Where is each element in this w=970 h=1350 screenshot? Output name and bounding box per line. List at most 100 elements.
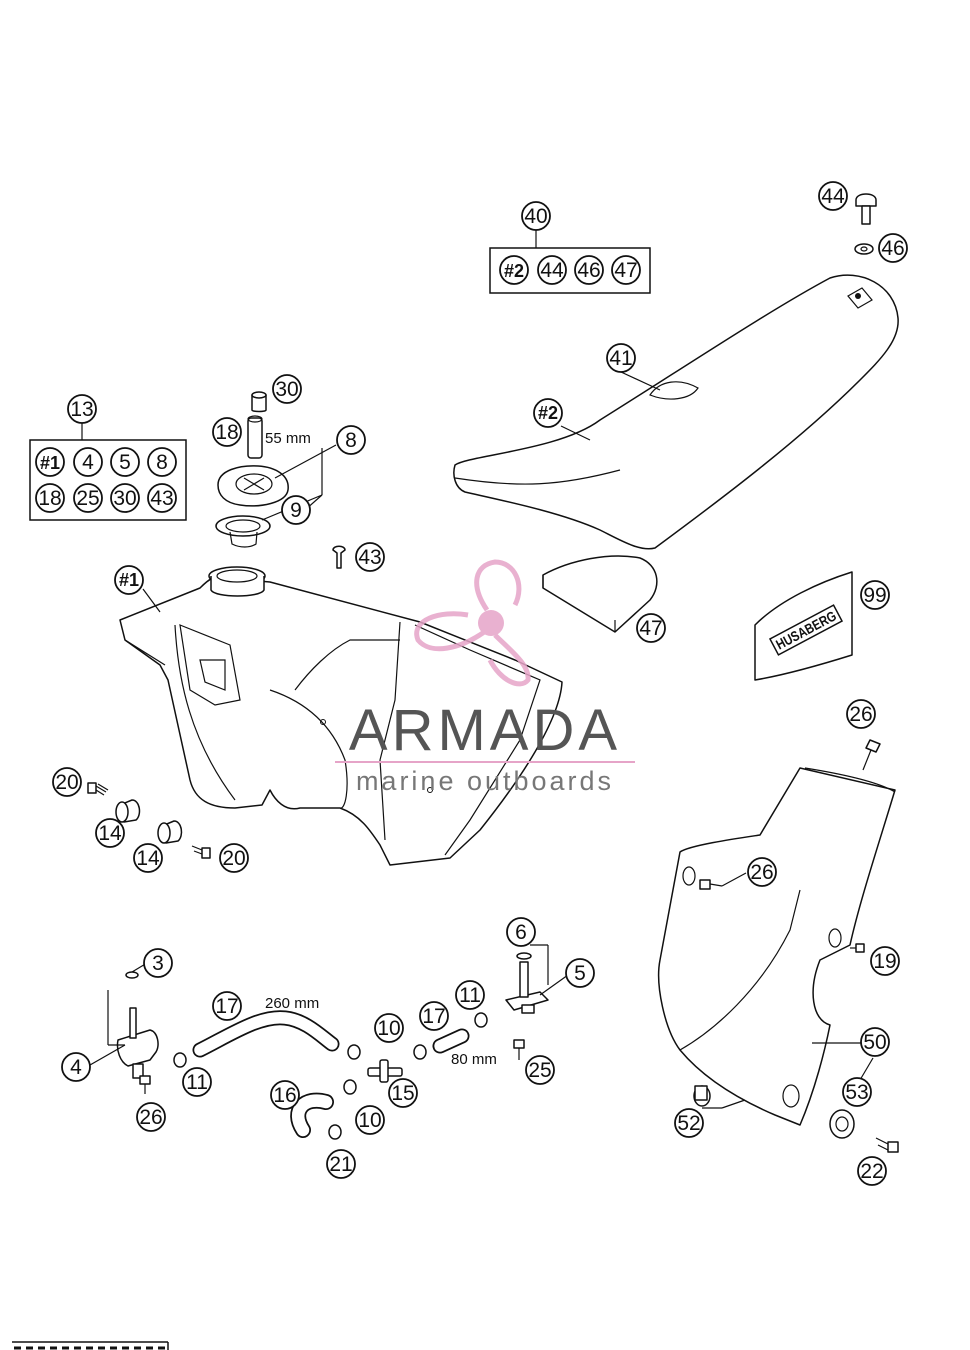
kit-40-number: 40 bbox=[524, 205, 547, 228]
kit-13-item: 25 bbox=[76, 487, 99, 510]
svg-text:18: 18 bbox=[215, 421, 238, 444]
t-connector-part bbox=[367, 1059, 403, 1083]
callout-8: 8 bbox=[336, 425, 366, 455]
svg-text:43: 43 bbox=[358, 546, 381, 569]
svg-text:26: 26 bbox=[849, 703, 872, 726]
dimension-hose-17-long: 260 mm bbox=[265, 995, 319, 1012]
callout-26: 26 bbox=[846, 699, 876, 729]
callout-26: 26 bbox=[136, 1102, 166, 1132]
callout-14: 14 bbox=[133, 843, 163, 873]
fuel-fitting-part bbox=[505, 961, 549, 1014]
svg-text:14: 14 bbox=[98, 822, 122, 845]
callout-44: 44 bbox=[818, 181, 848, 211]
grommet-53-part bbox=[829, 1109, 855, 1139]
fuel-tap-part bbox=[116, 971, 159, 1079]
callout-19: 19 bbox=[870, 946, 900, 976]
propeller-logo bbox=[414, 559, 531, 687]
callout-50: 50 bbox=[860, 1027, 890, 1057]
callout-17: 17 bbox=[212, 991, 242, 1021]
dimension-hose-18: 55 mm bbox=[265, 430, 311, 447]
washer-46-part bbox=[854, 243, 874, 255]
svg-text:46: 46 bbox=[881, 237, 904, 260]
bolt-22-part bbox=[875, 1137, 899, 1153]
grommet-52-part bbox=[693, 1085, 711, 1107]
callout-10: 10 bbox=[355, 1105, 385, 1135]
svg-text:17: 17 bbox=[422, 1005, 445, 1028]
kit-13-number: 13 bbox=[70, 398, 93, 421]
callout-10: 10 bbox=[374, 1013, 404, 1043]
fuel-hose-short-part bbox=[432, 1028, 470, 1054]
callout-26: 26 bbox=[747, 857, 777, 887]
screw-19-part bbox=[850, 943, 865, 953]
callout-30: 30 bbox=[272, 374, 302, 404]
svg-text:21: 21 bbox=[329, 1153, 352, 1176]
kit-13-group: 13 #1 4 5 8 18 25 30 43 bbox=[29, 394, 187, 521]
callout-16: 16 bbox=[270, 1080, 300, 1110]
rubber-bushing-part bbox=[115, 799, 141, 823]
callout-3: 3 bbox=[143, 948, 173, 978]
svg-text:52: 52 bbox=[677, 1112, 700, 1135]
kit-40-item: 44 bbox=[540, 259, 564, 282]
svg-text:16: 16 bbox=[273, 1084, 296, 1107]
screw-25-part bbox=[513, 1039, 525, 1060]
screw-26-cover-part bbox=[862, 739, 881, 771]
kit-13-item: 43 bbox=[150, 487, 173, 510]
callouts: 3 4 5 6 8 9 10 10 11 11 14 14 15 16 17 1… bbox=[52, 181, 908, 1186]
callout-tank: #1 bbox=[114, 565, 144, 595]
callout-14: 14 bbox=[95, 818, 125, 848]
kit-40-item: 47 bbox=[614, 259, 637, 282]
svg-text:15: 15 bbox=[391, 1082, 414, 1105]
screw-43-part bbox=[332, 545, 346, 569]
kit-40-group: 40 #2 44 46 47 bbox=[489, 201, 651, 294]
fuel-hose-long-part bbox=[192, 1010, 340, 1058]
breather-hose-part bbox=[247, 415, 263, 459]
kit-40-item: #2 bbox=[504, 261, 524, 281]
callout-6: 6 bbox=[506, 917, 536, 947]
callout-5: 5 bbox=[565, 958, 595, 988]
armada-watermark: ARMADA marine outboards bbox=[335, 559, 635, 796]
hose-clamp-part bbox=[173, 1052, 187, 1068]
callout-41: 41 bbox=[606, 343, 636, 373]
svg-text:9: 9 bbox=[290, 499, 302, 522]
callout-17: 17 bbox=[419, 1001, 449, 1031]
callout-43: 43 bbox=[355, 542, 385, 572]
svg-text:14: 14 bbox=[136, 847, 160, 870]
callout-4: 4 bbox=[61, 1052, 91, 1082]
fuel-cap-part bbox=[217, 465, 289, 507]
svg-text:#2: #2 bbox=[538, 403, 558, 423]
svg-text:41: 41 bbox=[609, 347, 632, 370]
svg-text:11: 11 bbox=[459, 984, 481, 1007]
breather-cap-part bbox=[251, 391, 267, 413]
callout-11: 11 bbox=[182, 1067, 212, 1097]
svg-text:6: 6 bbox=[515, 921, 527, 944]
kit-13-item: 30 bbox=[113, 487, 136, 510]
kit-13-item: #1 bbox=[40, 453, 60, 473]
side-cover-part bbox=[657, 767, 896, 1126]
callout-21: 21 bbox=[326, 1149, 356, 1179]
svg-text:30: 30 bbox=[275, 378, 298, 401]
kit-13-item: 18 bbox=[38, 487, 61, 510]
svg-text:5: 5 bbox=[574, 962, 586, 985]
svg-text:11: 11 bbox=[186, 1071, 208, 1094]
svg-text:10: 10 bbox=[358, 1109, 381, 1132]
callout-15: 15 bbox=[388, 1078, 418, 1108]
svg-text:10: 10 bbox=[377, 1017, 400, 1040]
hose-clamp-part bbox=[474, 1012, 488, 1028]
svg-text:17: 17 bbox=[215, 995, 238, 1018]
hose-clamp-part bbox=[347, 1044, 361, 1060]
svg-text:20: 20 bbox=[222, 847, 245, 870]
callout-53: 53 bbox=[842, 1077, 872, 1107]
svg-text:26: 26 bbox=[750, 861, 773, 884]
callout-99: 99 bbox=[860, 580, 890, 610]
kit-13-item: 8 bbox=[156, 451, 168, 474]
bolt-20-part bbox=[191, 845, 211, 859]
seat-pad-part bbox=[542, 555, 658, 633]
callout-22: 22 bbox=[857, 1156, 887, 1186]
callout-25: 25 bbox=[525, 1055, 555, 1085]
hose-clamp-part bbox=[343, 1079, 357, 1095]
callout-47: 47 bbox=[636, 613, 666, 643]
dimension-hose-17-short: 80 mm bbox=[451, 1051, 497, 1068]
bolt-44-part bbox=[855, 193, 877, 225]
hose-clamp-part bbox=[413, 1044, 427, 1060]
